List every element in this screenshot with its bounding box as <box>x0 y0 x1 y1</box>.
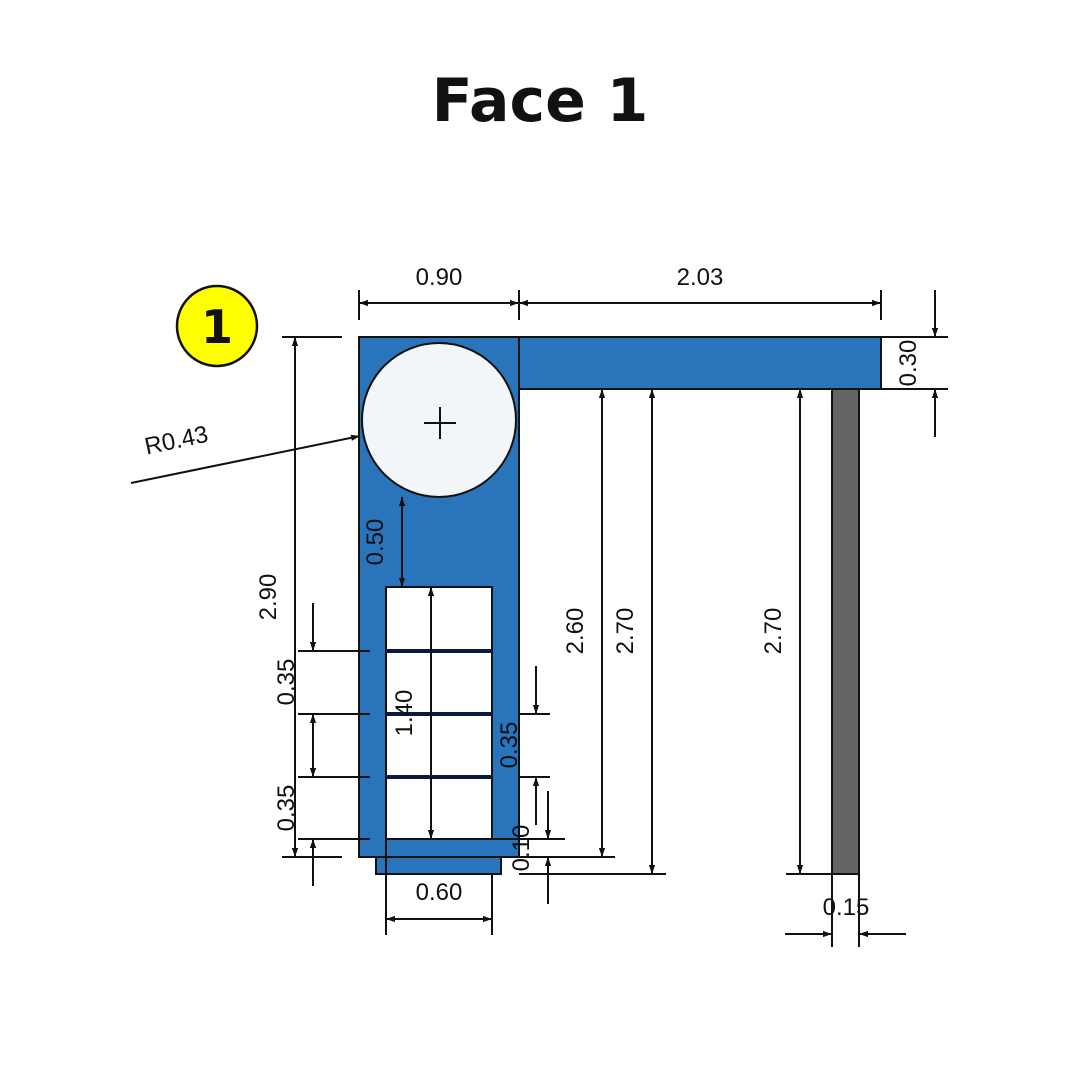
dim-label: 2.90 <box>255 574 282 621</box>
dim-overall-height: 2.90 <box>255 336 342 858</box>
dim-label: 0.50 <box>362 519 389 566</box>
dim-label: 2.70 <box>612 608 639 655</box>
badge-number: 1 <box>201 300 233 354</box>
dim-label: 2.60 <box>562 608 589 655</box>
dim-slot-right: 0.35 <box>496 666 550 825</box>
right-leg <box>831 388 860 875</box>
dim-label: 0.30 <box>895 340 922 387</box>
dim-label: 0.35 <box>273 659 300 706</box>
dim-label: 0.35 <box>273 785 300 832</box>
dim-top-right-width: 2.03 <box>519 264 882 320</box>
dim-slot-bottom: 0.35 <box>273 729 370 886</box>
dim-label: 0.90 <box>416 264 463 291</box>
dim-leg-width: 0.15 <box>785 874 906 947</box>
dim-leg-height: 2.70 <box>760 389 832 875</box>
page-title: Face 1 <box>431 66 649 136</box>
dim-pocket-height: 1.40 <box>391 587 435 839</box>
dim-label: 0.35 <box>496 722 523 769</box>
dim-label: 0.10 <box>508 825 535 872</box>
base-tab <box>375 856 502 875</box>
dim-label: 2.70 <box>760 608 787 655</box>
pocket-slots <box>386 649 492 779</box>
dim-base-offset: 0.10 <box>492 791 565 904</box>
dim-label: 1.40 <box>391 690 418 737</box>
dim-label: 0.60 <box>416 879 463 906</box>
dim-shelf-span-a: 2.60 <box>519 389 615 858</box>
dim-label: 2.03 <box>677 264 724 291</box>
dim-circle-radius: R0.43 <box>130 421 361 484</box>
top-bar <box>518 336 882 390</box>
dim-circle-gap: 0.50 <box>362 497 406 587</box>
part-number-badge: 1 <box>175 284 259 368</box>
dim-label: 0.15 <box>823 894 870 921</box>
dim-top-bar-height: 0.30 <box>881 290 948 437</box>
dim-shelf-span-b: 2.70 <box>519 389 666 875</box>
part-geometry <box>358 336 882 875</box>
dim-top-left-width: 0.90 <box>358 264 520 320</box>
dim-slot-top: 0.35 <box>273 603 370 762</box>
dim-label: R0.43 <box>142 421 210 461</box>
dim-pocket-width: 0.60 <box>385 839 493 935</box>
